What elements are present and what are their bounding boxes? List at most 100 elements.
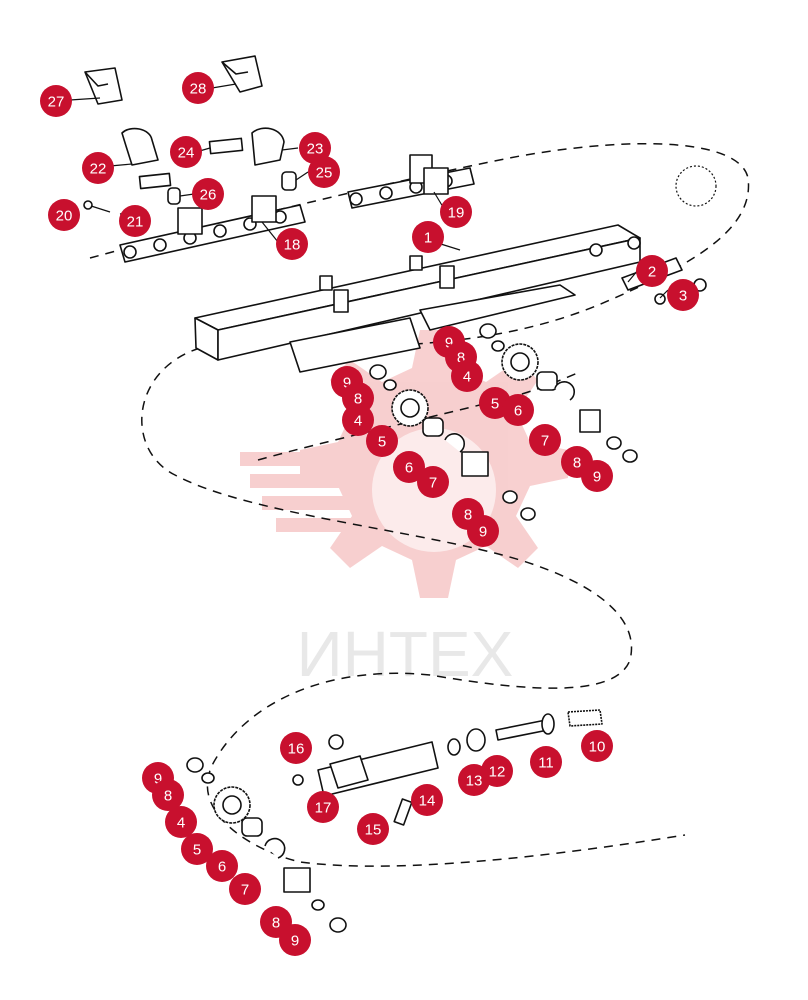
callout-badge xyxy=(299,132,331,164)
callout-label: 8 xyxy=(464,507,472,524)
callout-1: 1 xyxy=(412,221,444,253)
callout-label: 13 xyxy=(466,773,483,790)
plate-24 xyxy=(208,137,244,155)
clamp-23 xyxy=(251,127,285,166)
callout-label: 7 xyxy=(541,433,549,450)
callout-badge xyxy=(170,136,202,168)
callout-7: 7 xyxy=(529,424,561,456)
callout-label: 8 xyxy=(272,915,280,932)
callout-badge xyxy=(451,360,483,392)
callout-14: 14 xyxy=(411,784,443,816)
callout-label: 6 xyxy=(405,460,413,477)
callout-label: 5 xyxy=(491,396,499,413)
callout-18: 18 xyxy=(276,228,308,260)
callout-label: 9 xyxy=(291,933,299,950)
callout-13: 13 xyxy=(458,764,490,796)
callout-5: 5 xyxy=(181,833,213,865)
callout-badge xyxy=(229,873,261,905)
callout-badge xyxy=(581,730,613,762)
callout-label: 28 xyxy=(190,81,207,98)
bracket-28 xyxy=(221,55,263,93)
drive-group-upper-right xyxy=(479,323,638,463)
pin-25 xyxy=(281,171,297,191)
callout-28: 28 xyxy=(182,72,214,104)
callout-badge xyxy=(467,515,499,547)
callout-label: 6 xyxy=(514,403,522,420)
ring-3 xyxy=(654,293,666,305)
callout-23: 23 xyxy=(299,132,331,164)
callout-20: 20 xyxy=(48,199,80,231)
callout-badge xyxy=(393,451,425,483)
drive-group-middle xyxy=(369,364,536,521)
callout-25: 25 xyxy=(308,156,340,188)
bolt-20 xyxy=(83,200,111,213)
callout-label: 26 xyxy=(200,187,217,204)
callout-badge xyxy=(48,199,80,231)
callout-2: 2 xyxy=(636,255,668,287)
callout-15: 15 xyxy=(357,813,389,845)
callout-label: 9 xyxy=(343,375,351,392)
callout-badge xyxy=(152,779,184,811)
callout-label: 9 xyxy=(593,469,601,486)
callout-badge xyxy=(40,85,72,117)
callout-label: 27 xyxy=(48,94,65,111)
callout-label: 8 xyxy=(457,350,465,367)
tensioner-assembly xyxy=(292,709,603,826)
callout-label: 5 xyxy=(378,434,386,451)
drive-group-lower-left xyxy=(186,757,347,933)
callout-badge xyxy=(165,806,197,838)
callout-17: 17 xyxy=(307,791,339,823)
callout-badge xyxy=(279,924,311,956)
callout-label: 2 xyxy=(648,264,656,281)
callout-4: 4 xyxy=(165,806,197,838)
callout-label: 1 xyxy=(424,230,432,247)
callout-badge xyxy=(119,205,151,237)
callout-label: 24 xyxy=(178,145,195,162)
callout-label: 5 xyxy=(193,842,201,859)
callout-badge xyxy=(206,850,238,882)
callout-badge xyxy=(481,755,513,787)
callout-label: 11 xyxy=(538,755,554,772)
callout-label: 23 xyxy=(307,141,324,158)
callout-label: 8 xyxy=(354,391,362,408)
callout-badge xyxy=(280,732,312,764)
callout-badge xyxy=(192,178,224,210)
callout-badge xyxy=(182,72,214,104)
callout-12: 12 xyxy=(481,755,513,787)
callout-badge xyxy=(636,255,668,287)
pin-26 xyxy=(167,187,181,205)
callout-label: 6 xyxy=(218,859,226,876)
callout-5: 5 xyxy=(366,425,398,457)
callout-label: 8 xyxy=(573,455,581,472)
callout-badge xyxy=(357,813,389,845)
bracket-27 xyxy=(84,67,123,105)
callout-label: 9 xyxy=(479,524,487,541)
callout-label: 9 xyxy=(154,771,162,788)
chain-segment-19 xyxy=(347,154,475,209)
callout-badge xyxy=(411,784,443,816)
callout-label: 10 xyxy=(589,739,606,756)
callout-26: 26 xyxy=(192,178,224,210)
callout-27: 27 xyxy=(40,85,72,117)
callout-label: 17 xyxy=(315,800,332,817)
callout-badge xyxy=(581,460,613,492)
callout-label: 18 xyxy=(284,237,301,254)
callout-4: 4 xyxy=(451,360,483,392)
callout-badge xyxy=(502,394,534,426)
callout-label: 19 xyxy=(448,205,465,222)
callout-label: 25 xyxy=(316,165,333,182)
callout-9: 9 xyxy=(467,515,499,547)
callout-21: 21 xyxy=(119,205,151,237)
callout-6: 6 xyxy=(393,451,425,483)
callout-label: 21 xyxy=(127,214,144,231)
callout-badge xyxy=(529,424,561,456)
callout-label: 22 xyxy=(90,161,107,178)
callout-7: 7 xyxy=(229,873,261,905)
callout-badge xyxy=(307,791,339,823)
watermark-text: ИНТЕХ xyxy=(297,618,514,690)
sprocket-outline-icon xyxy=(675,165,717,207)
callout-badge xyxy=(530,746,562,778)
callout-9: 9 xyxy=(581,460,613,492)
callout-label: 7 xyxy=(241,882,249,899)
